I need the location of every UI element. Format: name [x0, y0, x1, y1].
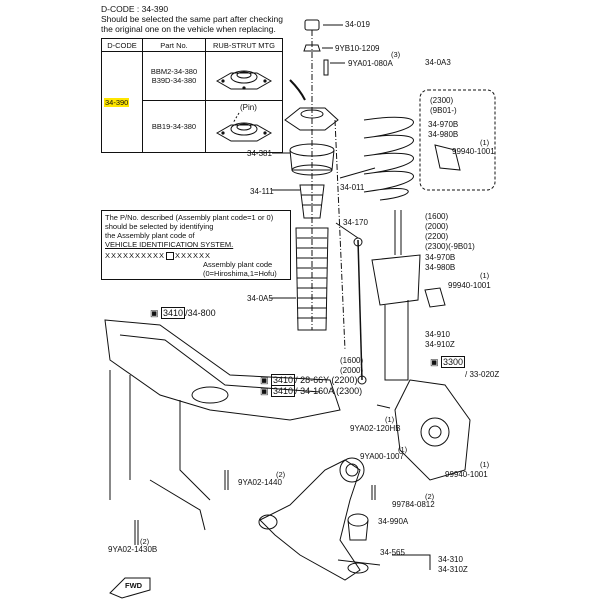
- group-number: 3410: [161, 307, 186, 319]
- callout-2: (2): [425, 492, 435, 501]
- figure-ref-icon: ▣: [150, 308, 159, 318]
- dcode-table: D-CODE Part No. RUB-STRUT MTG 34-390 BBM…: [101, 38, 283, 153]
- note-line: Assembly plant code: [203, 260, 273, 270]
- note-line: should be selected by identifying: [105, 222, 214, 231]
- group-number: 3410: [271, 374, 296, 386]
- label-3410-34-800: ▣ 3410/34-800: [150, 307, 216, 319]
- dcode-value: 34-390: [104, 97, 130, 107]
- label-9b01: (9B01-): [430, 106, 457, 115]
- label-34-910: 34-910: [425, 330, 450, 339]
- callout-1: (1): [480, 138, 490, 147]
- dcode-heading: D-CODE : 34-390: [101, 4, 169, 14]
- label-9yb10-1209: 9YB10-1209: [335, 44, 380, 53]
- label-9ya02-1440: 9YA02-1440: [238, 478, 282, 487]
- label-99940-1001-b: 99940-1001: [448, 281, 491, 290]
- callout-1: (1): [398, 445, 408, 454]
- label-34-011: 34-011: [340, 183, 365, 192]
- figure-ref-icon: ▣: [260, 386, 269, 396]
- label-33-020z: / 33-020Z: [465, 370, 500, 379]
- label-34-970b-a: 34-970B: [428, 120, 459, 129]
- label-3410-34-160a: ▣ 3410/ 34-160A (2300): [260, 385, 363, 397]
- label-34-310: 34-310: [438, 555, 463, 564]
- label-2000-b: (2000): [340, 366, 364, 375]
- dcode-cell: 34-390: [101, 51, 143, 153]
- vin-x-prefix: XXXXXXXXXX: [105, 251, 166, 260]
- label-9ya00-1007: 9YA00-1007: [360, 452, 404, 461]
- group-part: /34-800: [185, 308, 216, 318]
- label-34-980b-b: 34-980B: [425, 263, 456, 272]
- part-cell-2: BB19-34-380: [142, 100, 206, 153]
- label-2200: (2200): [425, 232, 449, 241]
- label-99784-0812: 99784-0812: [392, 500, 435, 509]
- header-line-1: Should be selected the same part after c…: [101, 14, 283, 24]
- group-part: / 28-66Y (2200): [295, 375, 358, 385]
- label-1600: (1600): [425, 212, 449, 221]
- vin-x-suffix: XXXXXX: [175, 251, 212, 260]
- mount-image-1: [205, 50, 283, 102]
- label-34-980b-a: 34-980B: [428, 130, 459, 139]
- label-99940-1001-c: 99940-1001: [445, 470, 488, 479]
- header-line-2: the original one on the vehicle when rep…: [101, 24, 276, 34]
- callout-2: (2): [140, 537, 150, 546]
- note-line: (0=Hiroshima,1=Hofu): [203, 269, 277, 279]
- part-number: BBM2-34-380: [150, 67, 198, 77]
- group-part: / 34-160A (2300): [295, 386, 363, 396]
- label-34-170: 34-170: [343, 218, 368, 227]
- fwd-arrow-icon: [109, 577, 151, 599]
- label-99940-1001-a: 99940-1001: [452, 147, 495, 156]
- label-34-0a5: 34-0A5: [247, 294, 273, 303]
- pin-label: (Pin): [240, 103, 257, 113]
- label-34-0a3: 34-0A3: [425, 58, 451, 67]
- fwd-label: FWD: [125, 581, 143, 590]
- callout-1: (1): [480, 460, 490, 469]
- cap-34-019: [304, 19, 320, 31]
- part-number: BB19-34-380: [151, 122, 197, 132]
- label-34-019: 34-019: [345, 20, 370, 29]
- label-3410-28-66y: ▣ 3410/ 28-66Y (2200): [260, 374, 358, 386]
- figure-ref-icon: ▣: [430, 357, 439, 367]
- group-number: 3410: [271, 385, 296, 397]
- label-34-990a: 34-990A: [378, 517, 409, 526]
- callout-1: (1): [480, 271, 490, 280]
- label-9ya01-080a: 9YA01-080A: [348, 59, 393, 68]
- label-34-381: 34-381: [247, 149, 272, 158]
- vin-note-box: The P/No. described (Assembly plant code…: [101, 210, 291, 280]
- label-2300-9b01: (2300)(-9B01): [425, 242, 475, 251]
- label-2000: (2000): [425, 222, 449, 231]
- label-9ya02-120hb: 9YA02-120HB: [350, 424, 401, 433]
- plant-code-box: [166, 252, 175, 261]
- label-9ya02-1430b: 9YA02-1430B: [108, 545, 158, 554]
- callout-3: (3): [391, 50, 401, 59]
- label-34-111: 34-111: [250, 187, 274, 196]
- label-34-970b-b: 34-970B: [425, 253, 456, 262]
- callout-1: (1): [385, 415, 395, 424]
- label-1600-b: (1600): [340, 356, 364, 365]
- note-line: The P/No. described (Assembly plant code…: [105, 213, 274, 222]
- part-number: B39D-34-380: [151, 76, 197, 86]
- label-34-910z: 34-910Z: [425, 340, 455, 349]
- group-number: 3300: [441, 356, 466, 368]
- label-34-310z: 34-310Z: [438, 565, 468, 574]
- label-2300: (2300): [430, 96, 454, 105]
- figure-ref-icon: ▣: [260, 375, 269, 385]
- callout-2: (2): [276, 470, 286, 479]
- mount-image-2: (Pin): [205, 100, 283, 153]
- label-3300-33-020z: ▣ 3300: [430, 356, 466, 368]
- note-line: VEHICLE IDENTIFICATION SYSTEM.: [105, 240, 234, 249]
- label-34-565: 34-565: [380, 548, 405, 557]
- note-line: the Assembly plant code of: [105, 231, 195, 240]
